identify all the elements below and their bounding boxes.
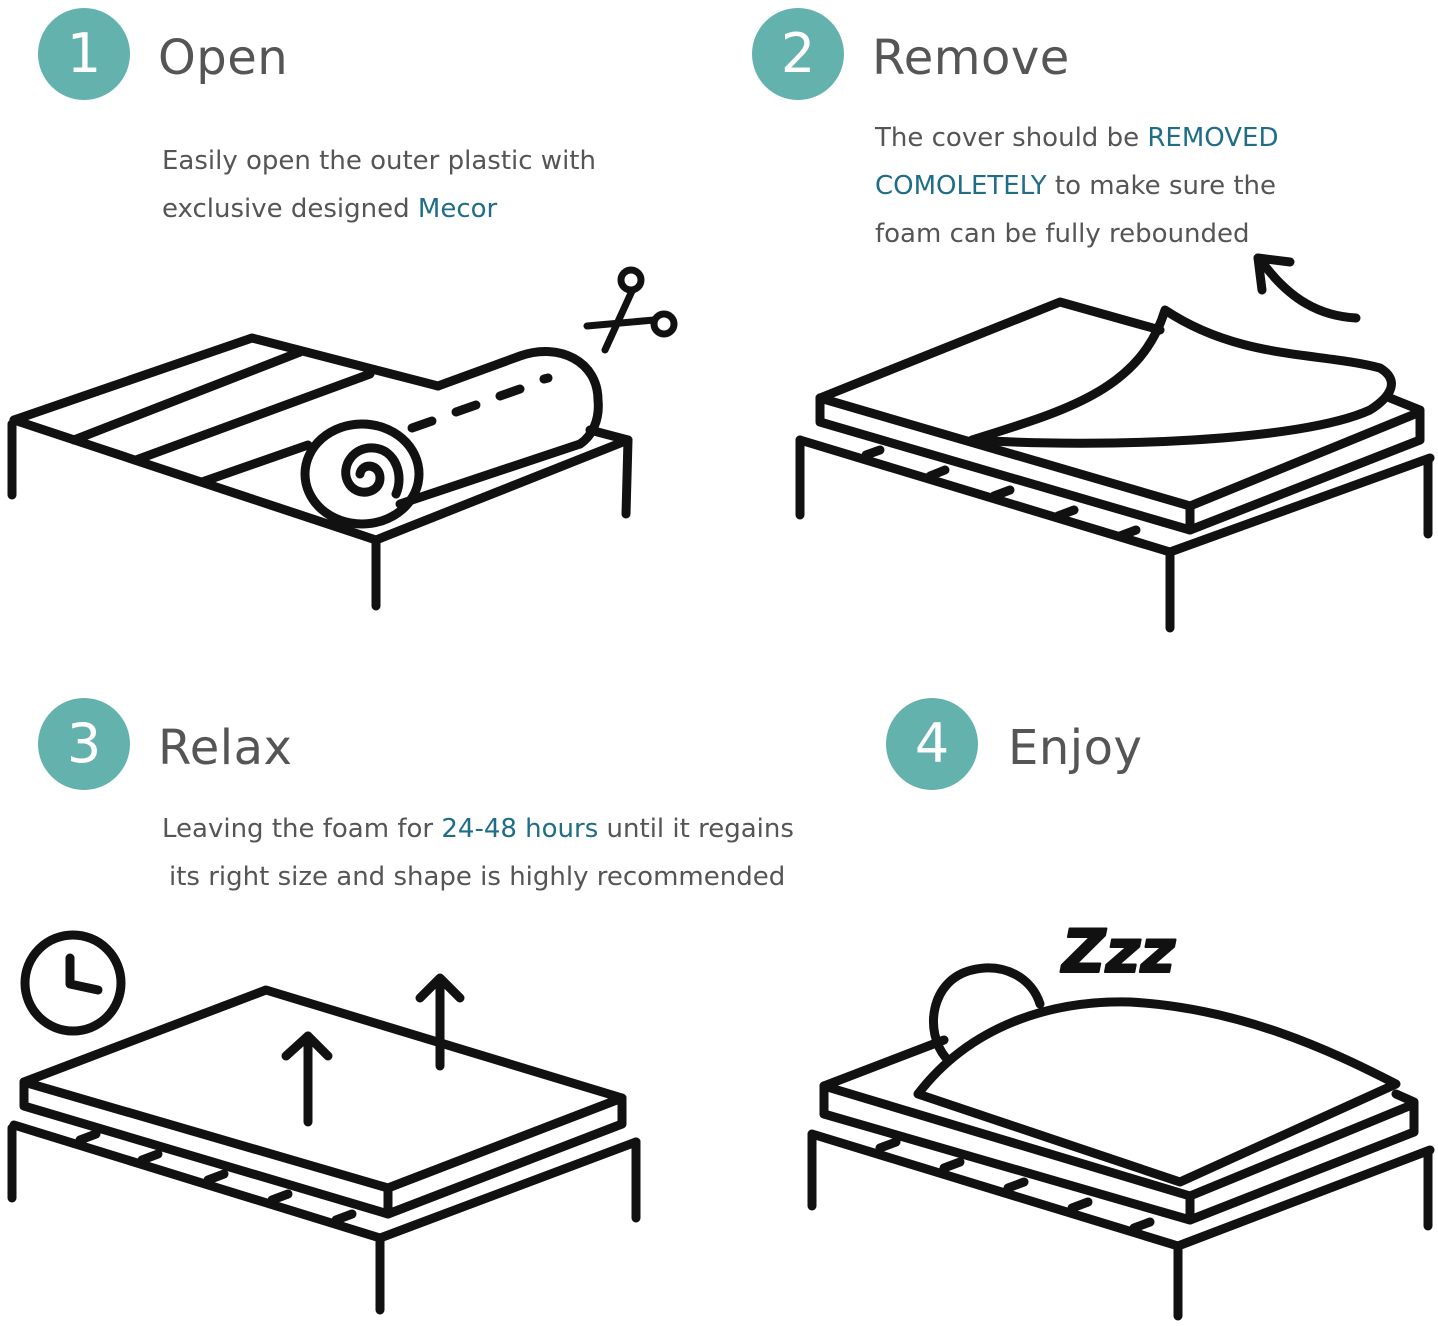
step-2-desc-line-1: The cover should be REMOVED [875,114,1279,162]
zzz-text: Zzz [1060,917,1176,987]
step-2-title: Remove [872,30,1070,86]
step-3-desc-text-a: Leaving the foam for [162,814,442,844]
step-3-highlight: 24-48 hours [441,814,599,844]
step-2-desc-line-3: foam can be fully rebounded [875,219,1250,249]
step-1-desc-line-2: exclusive designed Mecor [162,185,596,233]
step-2-badge: 2 [752,8,844,100]
step-4-title: Enjoy [1008,720,1143,776]
bed-sleeping-icon [807,1035,1435,1321]
step-1-badge: 1 [38,8,130,100]
scissors-icon [583,266,678,354]
bed-peel-cover-icon [795,297,1435,633]
step-2-highlight-2: COMOLETELY [875,171,1047,201]
step-2-desc-line-2: COMOLETELY to make sure the [875,162,1279,210]
peel-arrow-icon [1253,253,1361,323]
clock-icon [20,930,126,1036]
step-3-title: Relax [158,720,293,776]
bed-frame-rolled-icon [7,333,633,611]
step-1-highlight: Mecor [417,194,498,224]
step-3-desc-line-2: its right size and shape is highly recom… [169,862,786,892]
step-3-desc-line-1: Leaving the foam for 24-48 hours until i… [162,805,794,853]
step-1-title: Open [158,30,289,86]
step-1-description: Easily open the outer plastic with exclu… [162,137,596,233]
step-1-desc-text: exclusive designed [162,194,418,224]
step-2-desc-text-a: The cover should be [875,123,1148,153]
step-3-desc-text-b: until it regains [598,814,794,844]
step-1-desc-line-1: Easily open the outer plastic with [162,146,596,176]
step-2-description: The cover should be REMOVED COMOLETELY t… [875,114,1279,258]
step-3-description: Leaving the foam for 24-48 hours until i… [162,805,794,901]
step-2-highlight-1: REMOVED [1147,123,1279,153]
rise-arrow-icon [281,973,465,1127]
step-2-desc-text-b: to make sure the [1046,171,1277,201]
sleeping-person-icon [913,963,1401,1187]
step-3-badge: 3 [38,698,130,790]
step-4-badge: 4 [886,698,978,790]
bed-expanding-icon [7,985,641,1315]
